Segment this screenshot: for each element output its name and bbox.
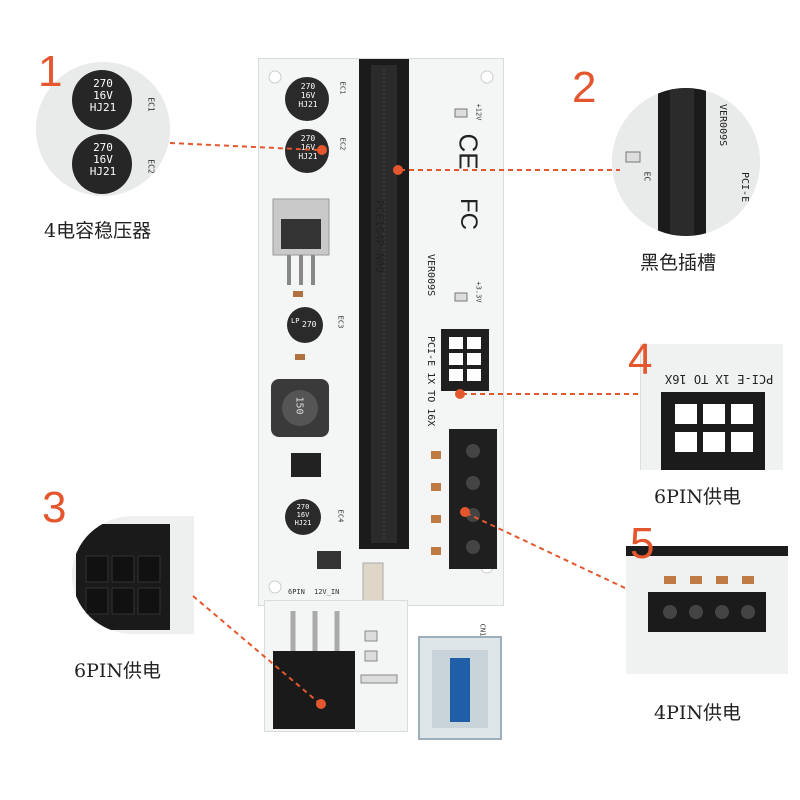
label-6pin: 6PIN [288, 588, 305, 596]
caption-2: 黑色插槽 [640, 252, 717, 274]
caption-5: 4PIN供电 [654, 702, 742, 724]
label-ec1: EC1 [338, 81, 347, 95]
label-ec2: EC2 [338, 137, 347, 151]
inset-6pin-header-art [72, 516, 194, 634]
inset-black-slot-art [612, 88, 760, 236]
slot-latch [362, 562, 384, 605]
inset-6pin-header [72, 516, 194, 634]
inset-4pin-molex-art [626, 546, 788, 674]
inset-4pin-molex [626, 546, 788, 674]
label-ec3: EC3 [336, 315, 345, 329]
mount-hole [268, 580, 282, 594]
capacitor-marking-ec1: 270 16V HJ21 [298, 82, 318, 109]
label-ec3-value: 270 [302, 320, 317, 329]
inset-black-slot: VER009S PCI-E EC [612, 88, 760, 236]
label-cn1: CN1 [478, 623, 487, 637]
inset2-spec: PCI-E [739, 172, 750, 203]
inset1-marking-top: 270 16V HJ21 [89, 77, 117, 114]
label-ce: CE [453, 133, 484, 170]
label-version: VER009S [425, 254, 436, 297]
capacitor-ec4 [285, 499, 321, 535]
capacitor-ec1 [285, 77, 329, 121]
capacitor-ec3 [287, 307, 323, 343]
smd-component [317, 551, 341, 569]
inset-capacitors-art [36, 62, 170, 196]
inset-6pin-board: PCI-E 1X TO 16X [640, 344, 783, 470]
label-12v-in: 12V_IN [314, 588, 340, 596]
inset1-ec2: EC2 [146, 159, 156, 174]
label-3v3: +3.3V [474, 281, 483, 303]
mount-hole [480, 70, 494, 84]
usb3-port [418, 636, 502, 740]
riser-board-art [268, 59, 497, 605]
label-inductor: 150 [293, 396, 305, 415]
capacitor-ec2 [285, 129, 329, 173]
inset2-ec: EC [642, 171, 652, 182]
smd-component [295, 354, 305, 360]
inset-6pin-board-art [641, 344, 783, 470]
usb3-port-art [432, 650, 488, 728]
callout-number-3: 3 [42, 483, 67, 532]
inset1-marking-bottom: 270 16V HJ21 [89, 141, 117, 178]
ic-u2 [291, 453, 321, 477]
label-spec: PCI-E 1X TO 16X [425, 336, 436, 427]
label-fc: FC [455, 198, 482, 230]
callout-number-1: 1 [38, 47, 63, 96]
inset-capacitors: 270 16V HJ21 270 16V HJ21 EC1 EC2 [36, 62, 170, 196]
label-ec4-value: 270 16V HJ21 [294, 503, 312, 527]
label-ec4: EC4 [336, 509, 345, 523]
led-12v [454, 108, 468, 118]
inset2-version: VER009S [717, 104, 728, 147]
callout-number-4: 4 [628, 335, 653, 384]
led-3v3 [454, 292, 468, 302]
label-lp: LP [291, 317, 300, 325]
caption-3: 6PIN供电 [74, 660, 162, 682]
callout-number-5: 5 [630, 519, 655, 568]
caption-1: 4电容稳压器 [44, 220, 152, 242]
label-model: PCE164P-N09 [373, 200, 386, 273]
mount-hole [268, 70, 282, 84]
label-12v: +12V [474, 103, 483, 121]
caption-4: 6PIN供电 [654, 486, 742, 508]
smd-component [293, 291, 303, 297]
inset1-ec1: EC1 [146, 97, 156, 112]
capacitor-marking-ec2: 270 16V HJ21 [298, 134, 318, 161]
callout-number-2: 2 [572, 63, 597, 112]
inset4-spec: PCI-E 1X TO 16X [665, 372, 774, 386]
